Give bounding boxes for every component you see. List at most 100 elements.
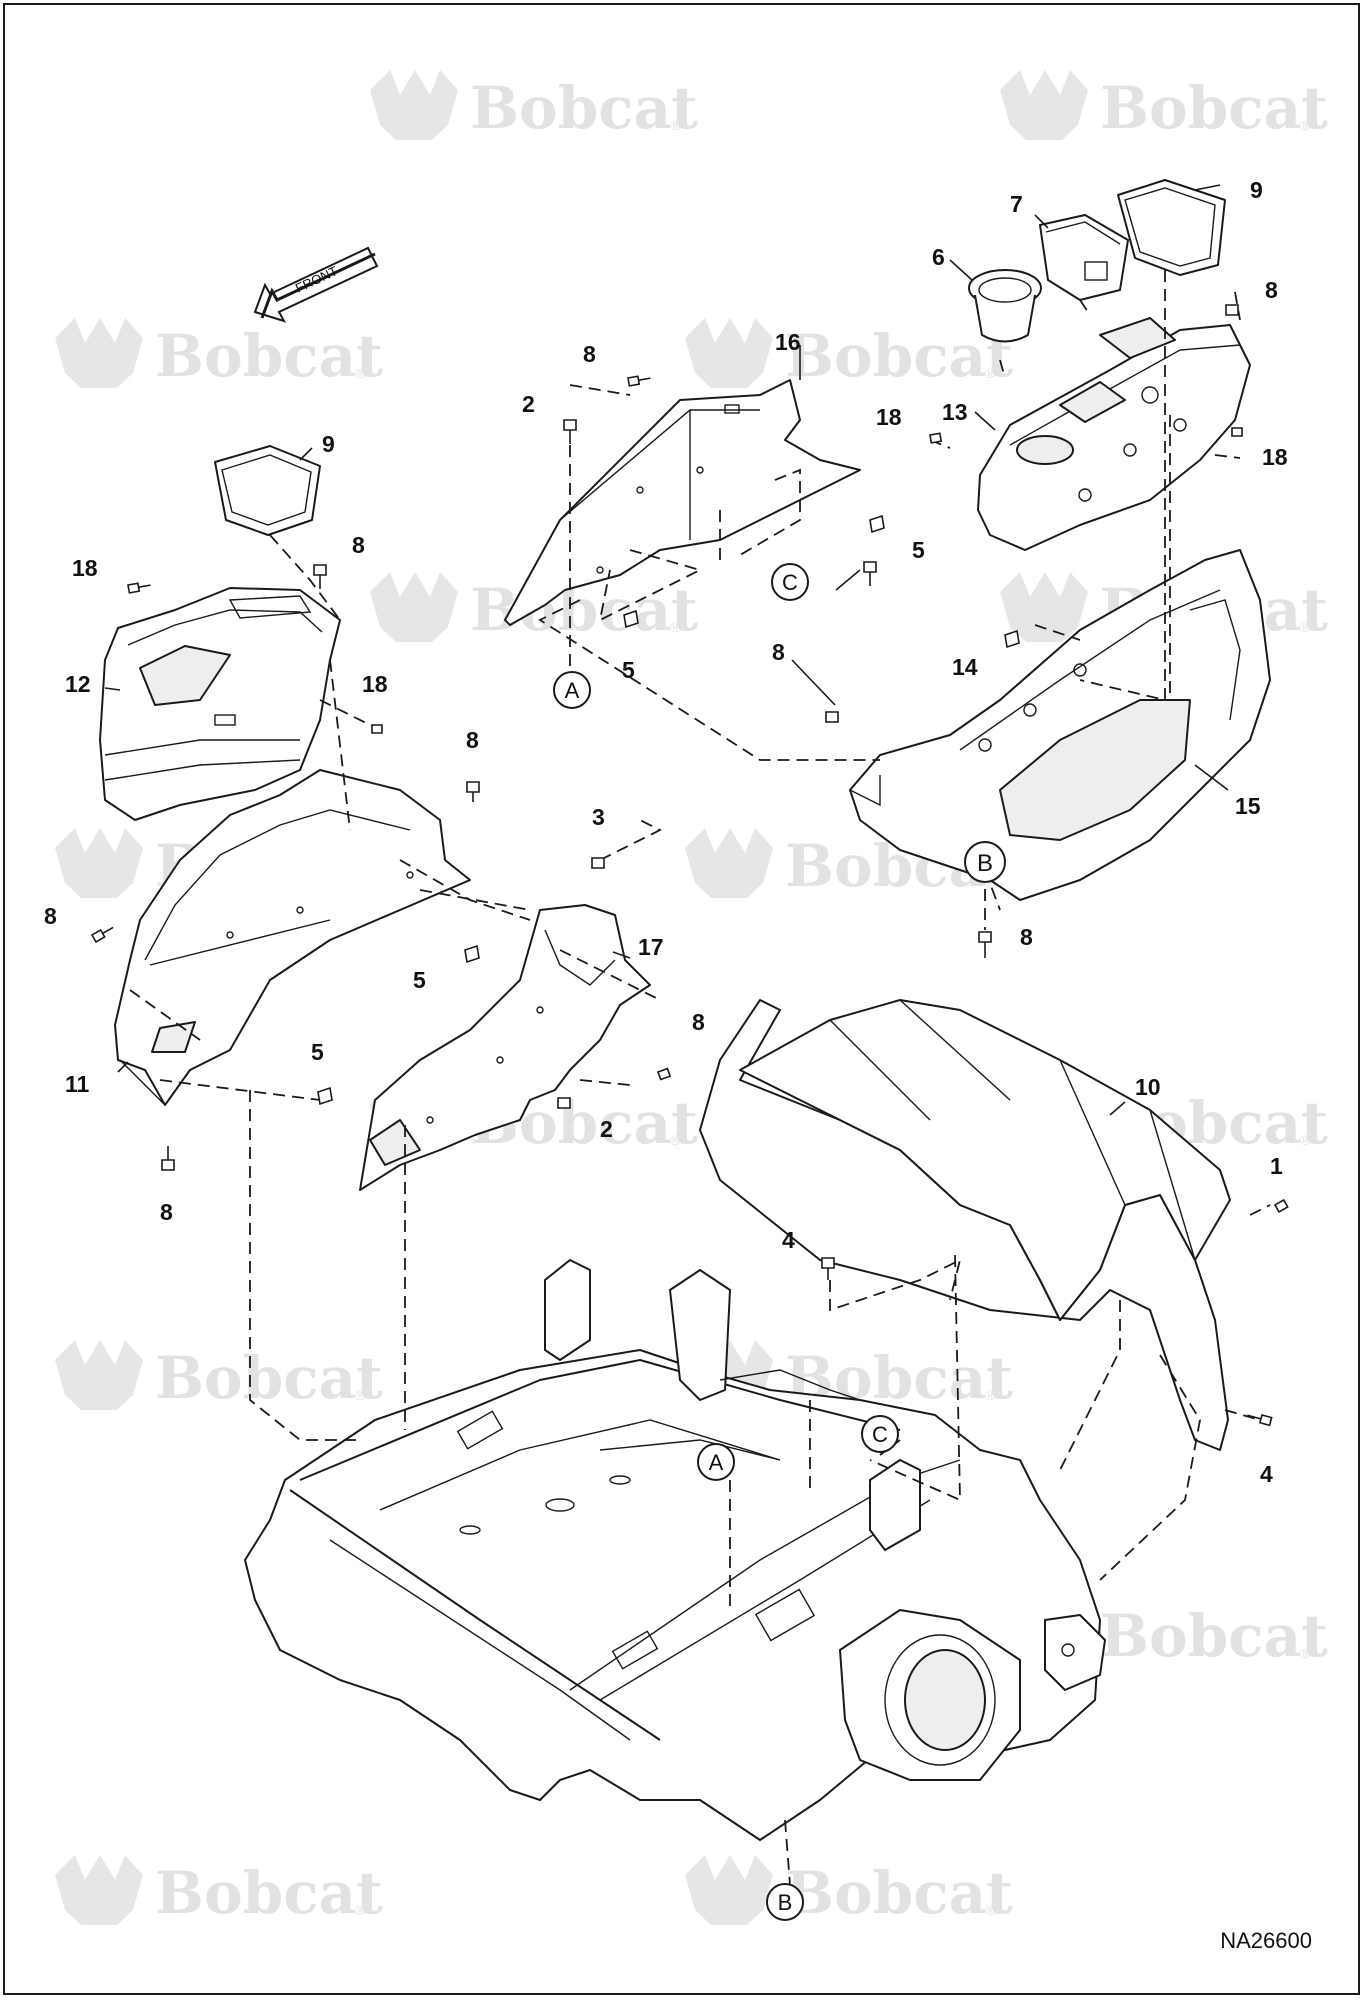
- callout-17: 17: [638, 934, 664, 960]
- callout-7: 7: [1010, 191, 1023, 217]
- part-7-small-bin: [1039, 214, 1129, 301]
- callout-16: 16: [775, 329, 801, 355]
- callout-9-right: 9: [1250, 177, 1263, 203]
- part-11-left-fender: [114, 769, 471, 1106]
- bolt-8: [825, 711, 839, 723]
- bolt-8: [90, 926, 114, 944]
- svg-text:®: ®: [985, 875, 996, 891]
- bolt-8: [1225, 304, 1239, 316]
- callout-18: 18: [876, 404, 902, 430]
- callout-9-left: 9: [322, 431, 335, 457]
- callout-8: 8: [466, 727, 479, 753]
- svg-text:C: C: [782, 570, 798, 595]
- callout-labels: 9 7 6 8 16 8 2 18 13 18 9 8 5 18 5 8 14 …: [44, 177, 1288, 1487]
- reference-marker-b-upper: B: [964, 841, 1006, 883]
- svg-text:®: ®: [1300, 117, 1311, 133]
- part-6-cup-holder: [968, 269, 1042, 343]
- svg-text:®: ®: [1300, 619, 1311, 635]
- part-10-seat-cover: [699, 999, 1231, 1451]
- svg-text:C: C: [872, 1422, 888, 1447]
- svg-text:®: ®: [1300, 1132, 1311, 1148]
- svg-text:®: ®: [670, 117, 681, 133]
- callout-6: 6: [932, 244, 945, 270]
- part-17-side-bracket: [359, 904, 651, 1191]
- clip-5: [623, 609, 639, 629]
- reference-marker-a-lower: A: [697, 1443, 735, 1481]
- svg-text:Bobcat: Bobcat: [155, 322, 383, 390]
- callout-18: 18: [1262, 444, 1288, 470]
- bolt-8: [656, 1067, 672, 1081]
- bolt-2: [557, 1097, 571, 1109]
- clip-14: [1004, 629, 1020, 649]
- callout-8: 8: [692, 1009, 705, 1035]
- part-12-left-console: [99, 587, 341, 821]
- watermark: Bobcat ®: [370, 70, 698, 142]
- bolt-8: [313, 564, 327, 589]
- callout-4: 4: [782, 1227, 795, 1253]
- clip-5: [464, 944, 480, 964]
- bolt-1: [1273, 1198, 1289, 1214]
- svg-text:Bobcat: Bobcat: [155, 1859, 383, 1927]
- clip-5: [317, 1086, 333, 1106]
- watermark: Bobcat ®: [1000, 70, 1328, 142]
- watermark-layer: Bobcat ® Bobcat ® Bobcat ® Bobcat ® Bobc…: [55, 70, 1328, 1927]
- clip-5: [869, 514, 885, 534]
- svg-text:A: A: [565, 678, 580, 703]
- svg-text:Bobcat: Bobcat: [470, 576, 698, 644]
- callout-8: 8: [1020, 924, 1033, 950]
- callout-leaders: [104, 184, 1229, 1116]
- bolt-8: [466, 781, 480, 802]
- callout-1: 1: [1270, 1153, 1283, 1179]
- part-9-storage-bin-right: [1117, 179, 1226, 276]
- diagram-frame: [3, 3, 1360, 1995]
- svg-text:®: ®: [355, 1387, 366, 1403]
- svg-text:®: ®: [670, 619, 681, 635]
- figure-number: NA26600: [1220, 1928, 1312, 1953]
- watermark: Bobcat ®: [685, 318, 1013, 390]
- watermark: Bobcat ®: [55, 318, 383, 390]
- part-9-storage-bin-left: [214, 445, 321, 536]
- svg-text:®: ®: [985, 1902, 996, 1918]
- callout-8: 8: [772, 639, 785, 665]
- callout-2: 2: [522, 391, 535, 417]
- callout-15: 15: [1235, 793, 1261, 819]
- part-16-mounting-bracket: [504, 379, 861, 626]
- watermark: Bobcat ®: [685, 1855, 1013, 1927]
- callout-18: 18: [72, 555, 98, 581]
- bolt-4: [821, 1257, 835, 1280]
- callout-4: 4: [1260, 1461, 1273, 1487]
- svg-text:B: B: [977, 850, 993, 877]
- reference-markers: A A B B C C: [553, 563, 1006, 1921]
- callout-2: 2: [600, 1116, 613, 1142]
- svg-text:®: ®: [985, 1387, 996, 1403]
- callout-18: 18: [362, 671, 388, 697]
- svg-text:®: ®: [355, 1902, 366, 1918]
- callout-8: 8: [1265, 277, 1278, 303]
- callout-3: 3: [592, 804, 605, 830]
- bolt-18: [127, 582, 151, 594]
- reference-marker-c-lower: C: [861, 1415, 899, 1453]
- svg-text:A: A: [709, 1450, 724, 1475]
- svg-text:®: ®: [670, 1132, 681, 1148]
- watermark: Bobcat ®: [55, 1340, 383, 1412]
- bolt-18: [1231, 427, 1243, 437]
- front-direction-arrow: FRONT: [253, 246, 379, 323]
- callout-12: 12: [65, 671, 91, 697]
- callout-8: 8: [44, 903, 57, 929]
- callout-5: 5: [311, 1039, 324, 1065]
- nut-3: [591, 857, 605, 869]
- callout-10: 10: [1135, 1074, 1161, 1100]
- svg-text:B: B: [778, 1890, 793, 1915]
- svg-text:Bobcat: Bobcat: [470, 74, 698, 142]
- callout-14: 14: [952, 654, 978, 680]
- svg-text:®: ®: [355, 365, 366, 381]
- assembly-dashed-lines: [129, 270, 1271, 1886]
- fasteners: [90, 304, 1289, 1427]
- svg-text:Bobcat: Bobcat: [155, 1344, 383, 1412]
- part-13-right-console: [977, 317, 1251, 551]
- bolt-2: [563, 419, 577, 444]
- callout-8: 8: [583, 341, 596, 367]
- reference-marker-c-upper: C: [771, 563, 809, 601]
- watermark: Bobcat ®: [55, 1855, 383, 1927]
